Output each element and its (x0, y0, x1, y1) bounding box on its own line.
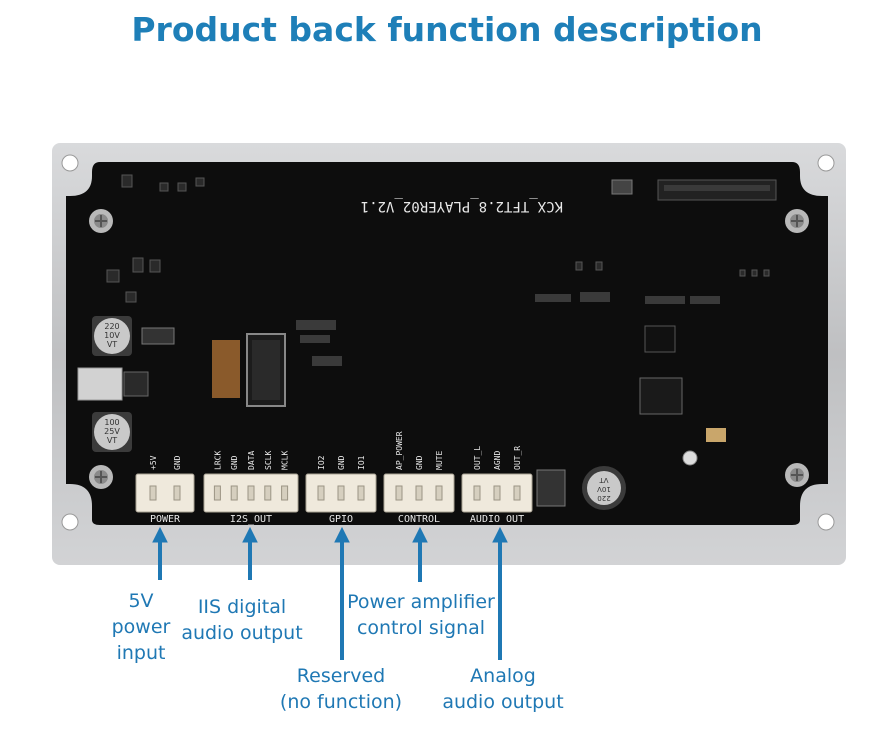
board-model-label: KCX_TFT2.8_PLAYER02_V2.1 (361, 198, 563, 214)
connector-label: I2S_OUT (230, 514, 272, 525)
pin-label: AGND (493, 451, 502, 470)
smd-cap (611, 179, 633, 195)
connector-power: +5V GND POWER (135, 455, 195, 525)
diode (141, 327, 175, 345)
pin-label: MCLK (281, 451, 290, 470)
connector-label: GPIO (329, 514, 353, 525)
smd-part (706, 428, 726, 442)
pin-label: OUT_R (513, 446, 522, 470)
connector-group: +5V GND POWER LRCK GND DATA SCLK MCLK I2S_OUT IO2… (135, 431, 533, 525)
frame-hole-bl (61, 513, 79, 531)
svg-text:220: 220 (597, 494, 610, 502)
svg-text:10V: 10V (104, 331, 120, 340)
chip-qfn (639, 377, 683, 415)
svg-text:100: 100 (104, 418, 119, 427)
led (682, 450, 698, 466)
pin-label: GND (230, 455, 239, 470)
callout-control: Power amplifier control signal (347, 591, 495, 639)
connector-label: POWER (150, 514, 181, 525)
pin-label: DATA (247, 451, 256, 470)
callout-audio: Analog audio output (442, 665, 564, 713)
callout-gpio: Reserved (no function) (279, 665, 403, 713)
pcb (66, 162, 828, 525)
capacitor-220uf-2: 220 10V VT (582, 466, 626, 510)
pin-label: IO2 (317, 455, 326, 470)
svg-text:VT: VT (107, 436, 117, 445)
connector-control: AP_POWER GND MUTE CONTROL (383, 431, 455, 525)
pin-label: GND (173, 455, 182, 470)
svg-text:220: 220 (104, 322, 119, 331)
svg-text:VT: VT (107, 340, 117, 349)
frame-hole-br (817, 513, 835, 531)
screw-bl (89, 465, 113, 489)
svg-text:10V: 10V (597, 485, 611, 493)
pin-label: OUT_L (473, 446, 482, 470)
pin-label: AP_POWER (395, 431, 404, 470)
capacitor-220uf: 220 10V VT (92, 316, 132, 356)
connector-label: CONTROL (398, 514, 440, 525)
frame-hole-tr (817, 154, 835, 172)
svg-text:VT: VT (599, 476, 609, 484)
callout-arrows (152, 526, 508, 660)
callout-power: 5V power input (111, 590, 171, 664)
page-title: Product back function description (131, 10, 763, 49)
frame-hole-tl (61, 154, 79, 172)
pin-label: MUTE (435, 451, 444, 470)
screw-tl (89, 209, 113, 233)
pin-label: LRCK (213, 451, 222, 470)
inductor (536, 469, 566, 507)
pin-label: SCLK (264, 451, 273, 470)
callout-iis: IIS digital audio output (181, 596, 303, 644)
screw-br (785, 463, 809, 487)
connector-audio-out: OUT_L AGND OUT_R AUDIO OUT (461, 446, 533, 525)
pin-label: GND (415, 455, 424, 470)
connector-label: AUDIO OUT (470, 514, 524, 525)
svg-text:25V: 25V (104, 427, 120, 436)
pin-label: GND (337, 455, 346, 470)
capacitor-100uf: 100 25V VT (92, 412, 132, 452)
pin-label: IO1 (357, 455, 366, 470)
connector-i2s-out: LRCK GND DATA SCLK MCLK I2S_OUT (203, 451, 299, 525)
screw-tr (785, 209, 809, 233)
fpc-connector-side (212, 340, 240, 398)
pin-label: +5V (149, 455, 158, 470)
power-jack (77, 367, 123, 401)
chip-small (644, 325, 676, 353)
